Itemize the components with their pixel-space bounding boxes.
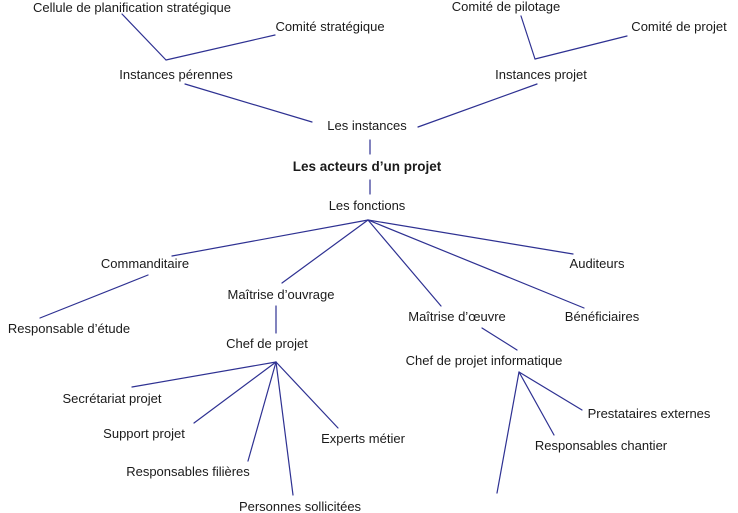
- node-maitrise-oeuvre: Maîtrise d’œuvre: [408, 309, 506, 324]
- node-chef-projet-informatique: Chef de projet informatique: [405, 353, 563, 368]
- node-responsable-etude: Responsable d’étude: [7, 321, 131, 336]
- node-responsables-chantier: Responsables chantier: [534, 438, 668, 453]
- connector-chefinfo-to-prestataires: [518, 371, 583, 411]
- node-prestataires-externes: Prestataires externes: [587, 406, 711, 421]
- connector-moe-to-chef-info: [481, 327, 518, 351]
- connector-chef-to-experts: [275, 361, 339, 429]
- node-maitrise-ouvrage: Maîtrise d’ouvrage: [227, 287, 335, 302]
- connector-fonctions-to-auditeurs: [367, 219, 574, 255]
- connector-fonctions-to-beneficiaires: [367, 219, 585, 309]
- connector-comite-strat-to-perennes: [165, 34, 276, 61]
- node-les-fonctions: Les fonctions: [328, 198, 406, 213]
- connector-chef-to-secretariat: [131, 361, 277, 388]
- node-instances-projet: Instances projet: [495, 67, 587, 82]
- node-personnes-sollicitees: Personnes sollicitées: [238, 499, 362, 513]
- node-comite-pilotage: Comité de pilotage: [451, 0, 561, 14]
- node-cellule-planification: Cellule de planification stratégique: [32, 0, 232, 15]
- node-instances-perennes: Instances pérennes: [119, 67, 233, 82]
- connector-perennes-to-instances: [184, 83, 313, 123]
- node-support-projet: Support projet: [103, 426, 185, 441]
- connector-cellule-to-perennes: [121, 13, 167, 61]
- node-auditeurs: Auditeurs: [569, 256, 625, 271]
- node-responsables-filieres: Responsables filières: [126, 464, 250, 479]
- node-beneficiaires: Bénéficiaires: [564, 309, 640, 324]
- node-commanditaire: Commanditaire: [100, 256, 190, 271]
- connector-projet-to-instances: [417, 83, 538, 128]
- node-comite-projet: Comité de projet: [631, 19, 727, 34]
- connector-fonctions-to-commanditaire: [171, 219, 369, 257]
- connector-chef-to-filieres: [247, 361, 277, 462]
- node-root-acteurs: Les acteurs d’un projet: [292, 159, 442, 174]
- node-chef-projet: Chef de projet: [226, 336, 308, 351]
- connector-fonctions-to-moa: [281, 219, 369, 284]
- connector-commanditaire-to-responsable: [39, 274, 149, 319]
- connector-chef-to-sollicitees: [275, 361, 294, 496]
- connector-pilotage-to-projet: [520, 15, 536, 60]
- node-secretariat-projet: Secrétariat projet: [62, 391, 162, 406]
- connector-fonctions-to-moe: [367, 219, 442, 307]
- connector-comite-projet-to-projet: [534, 35, 628, 60]
- connector-chefinfo-to-open: [496, 371, 520, 494]
- node-comite-strategique: Comité stratégique: [275, 19, 385, 34]
- node-les-instances: Les instances: [327, 118, 407, 133]
- connector-chefinfo-to-resp-chantier: [518, 371, 555, 436]
- node-experts-metier: Experts métier: [321, 431, 405, 446]
- connector-chef-to-support: [193, 361, 277, 424]
